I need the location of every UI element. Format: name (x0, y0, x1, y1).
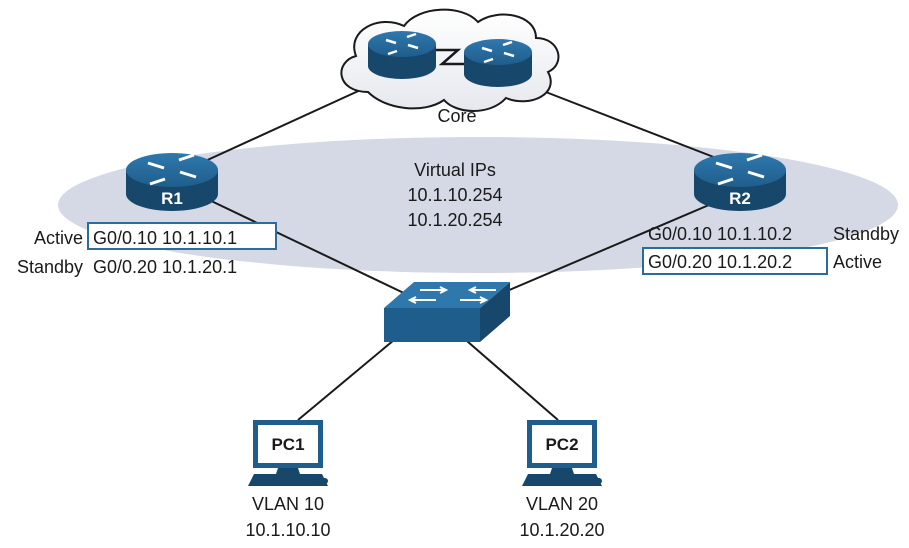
router-r1-label: R1 (161, 189, 183, 208)
r2-line2-state: Active (833, 252, 882, 272)
core-serial-link (436, 48, 464, 66)
link-switch-pc1 (297, 334, 401, 421)
r2-interfaces: G0/0.10 10.1.10.2 Standby G0/0.20 10.1.2… (642, 224, 899, 275)
switch-top (384, 282, 510, 308)
pc2-vlan: VLAN 20 (526, 494, 598, 514)
pc2-stand (550, 468, 574, 474)
router-r2: R2 (694, 153, 786, 211)
pc2-label: PC2 (545, 435, 578, 454)
pc1-stand (276, 468, 300, 474)
r1-line1-iface: G0/0.10 10.1.10.1 (93, 228, 237, 248)
router-arrows-icon (147, 153, 197, 186)
pc2-keyboard (522, 474, 602, 486)
virtual-ip-block: Virtual IPs 10.1.10.254 10.1.20.254 (407, 160, 502, 230)
link-r2-switch (499, 195, 731, 295)
link-r1-switch (204, 197, 411, 297)
pc1-label: PC1 (271, 435, 304, 454)
pc2-ip: 10.1.20.20 (519, 520, 604, 540)
r1-interfaces: Active G0/0.10 10.1.10.1 Standby G0/0.20… (17, 222, 277, 277)
r2-active-highlight (642, 247, 828, 275)
links (189, 81, 743, 421)
switch-arrows-icon (407, 286, 496, 304)
r1-line2-state: Standby (17, 257, 83, 277)
pc1-ip: 10.1.10.10 (245, 520, 330, 540)
r1-line1-state: Active (34, 228, 83, 248)
core-cloud: Core (340, 8, 560, 126)
switch-side (480, 282, 510, 342)
r1-active-highlight (87, 222, 277, 250)
router-r2-label: R2 (729, 189, 751, 208)
core-router-b (464, 39, 532, 87)
r2-line2-iface: G0/0.20 10.1.20.2 (648, 252, 792, 272)
pc2: PC2 VLAN 20 10.1.20.20 (519, 420, 605, 540)
pc1: PC1 VLAN 10 10.1.10.10 (245, 420, 331, 540)
pc2-screen (532, 425, 592, 463)
pc1-vlan: VLAN 10 (252, 494, 324, 514)
r1-line2-iface: G0/0.20 10.1.20.1 (93, 257, 237, 277)
pc1-screen (258, 425, 318, 463)
pc1-mouse (318, 478, 328, 484)
r2-line1-state: Standby (833, 224, 899, 244)
core-label: Core (437, 106, 476, 126)
switch-front (384, 308, 480, 342)
virtual-ip-1: 10.1.10.254 (407, 185, 502, 205)
router-arrows-icon (715, 153, 765, 186)
link-core-r2 (519, 81, 743, 169)
pc1-keyboard (248, 474, 328, 486)
virtual-ip-2: 10.1.20.254 (407, 210, 502, 230)
switch (384, 282, 510, 342)
virtual-ips-title: Virtual IPs (414, 160, 496, 180)
link-switch-pc2 (459, 334, 559, 421)
pc2-mouse (592, 478, 602, 484)
core-router-a (368, 31, 436, 79)
r2-line1-iface: G0/0.10 10.1.10.2 (648, 224, 792, 244)
link-core-r1 (189, 81, 379, 169)
router-r1: R1 (126, 153, 218, 211)
